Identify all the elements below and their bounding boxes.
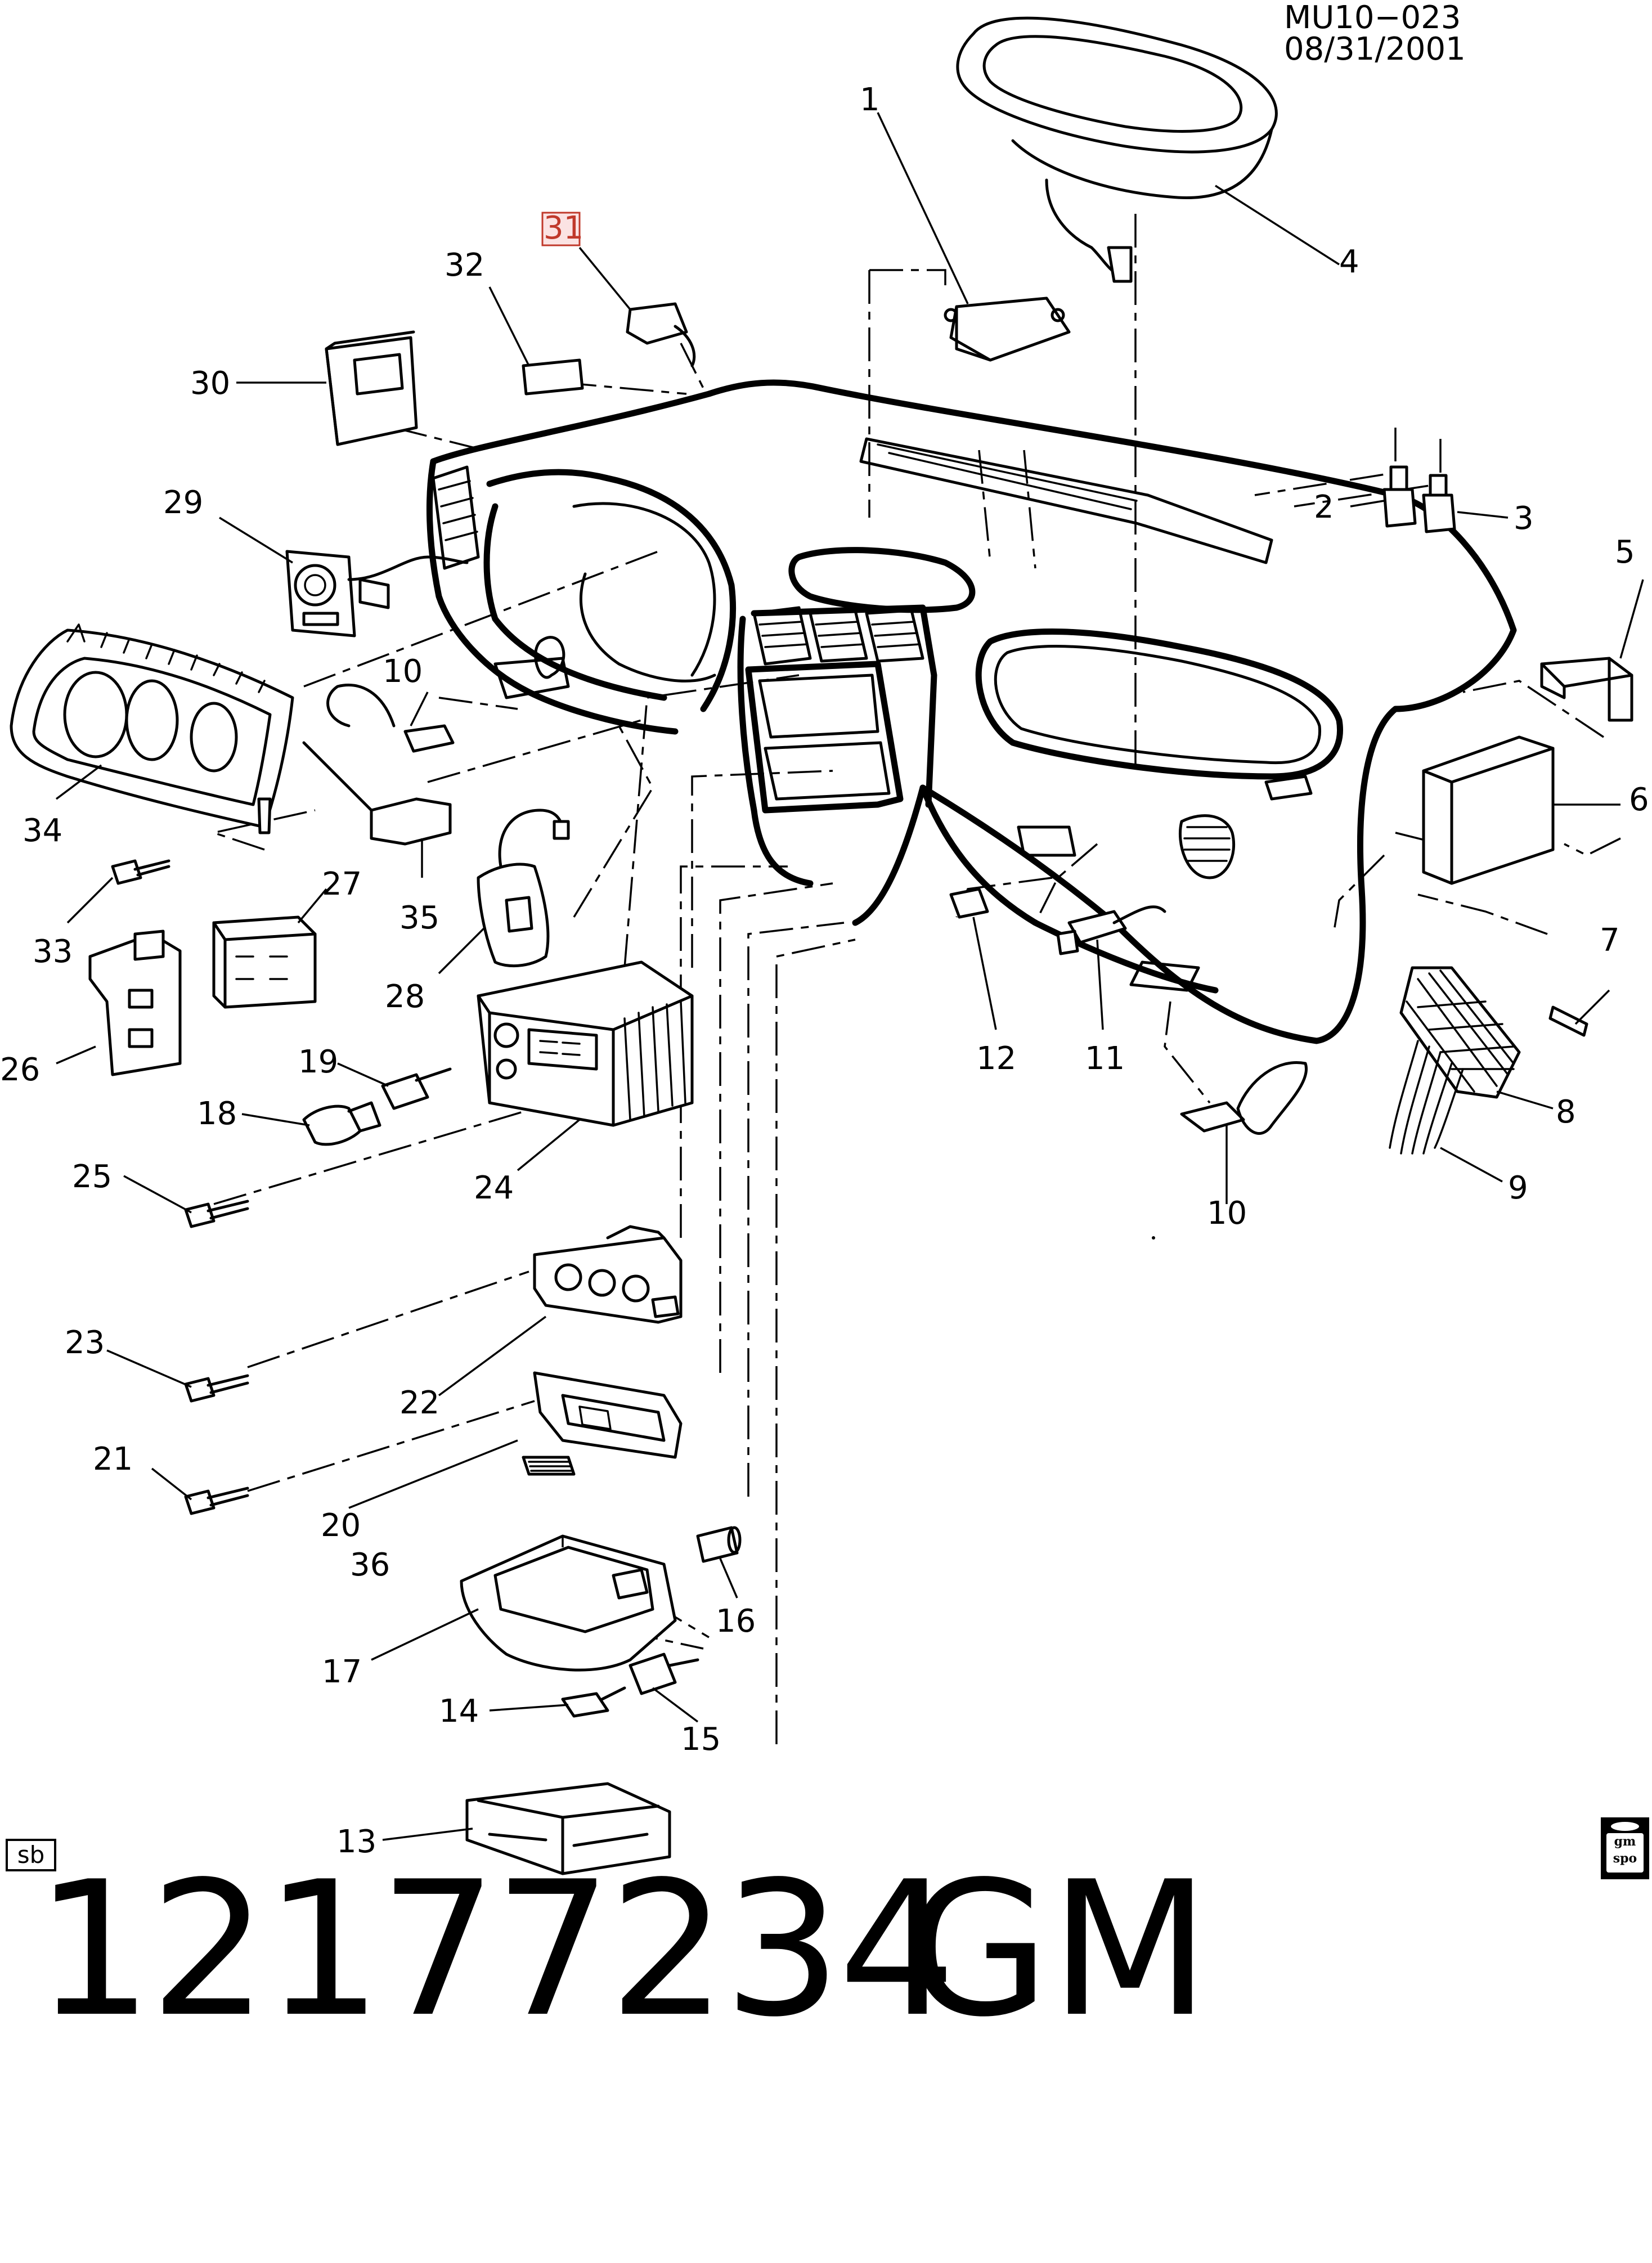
callout-25: 25 bbox=[72, 1159, 112, 1195]
callout-32: 32 bbox=[445, 247, 484, 284]
part-1-module bbox=[944, 297, 1071, 362]
gm-spo-logo: gm spo bbox=[1601, 1817, 1649, 1879]
callout-34: 34 bbox=[23, 812, 62, 849]
part-5-bracket bbox=[1540, 657, 1633, 722]
part-35-connector bbox=[302, 741, 452, 846]
part-16-lighter bbox=[696, 1526, 742, 1563]
part-31-connector bbox=[626, 302, 696, 367]
part-30-module bbox=[325, 330, 418, 446]
sb-badge-text: sb bbox=[17, 1841, 45, 1869]
part-15-socket bbox=[629, 1653, 699, 1695]
part-8-connector bbox=[1399, 966, 1521, 1099]
part-18-lamp bbox=[302, 1101, 381, 1146]
callout-leaders bbox=[55, 112, 1644, 1841]
callout-3: 3 bbox=[1514, 500, 1534, 537]
callout-27: 27 bbox=[322, 866, 362, 902]
callout-12: 12 bbox=[976, 1040, 1016, 1077]
callout-20: 20 bbox=[321, 1507, 361, 1544]
instrument-panel-carrier bbox=[426, 379, 1517, 1044]
brand-label: GM bbox=[906, 1842, 1210, 2058]
callout-30: 30 bbox=[190, 365, 230, 402]
part-10-clip-right bbox=[1180, 1061, 1308, 1135]
part-6-control-module bbox=[1422, 735, 1555, 885]
part-29-headlamp-switch bbox=[285, 550, 469, 637]
callout-9: 9 bbox=[1508, 1170, 1528, 1206]
part-7-clip bbox=[1548, 1005, 1588, 1037]
part-10-clip-left bbox=[326, 684, 455, 753]
callout-18: 18 bbox=[197, 1095, 237, 1132]
callout-31-highlight bbox=[541, 212, 581, 246]
part-21-screw bbox=[184, 1487, 249, 1515]
part-24-radio bbox=[477, 960, 694, 1127]
callout-13: 13 bbox=[336, 1824, 376, 1860]
part-26-bracket bbox=[88, 930, 182, 1076]
instrument-panel-exploded-view: 1 2 3 4 5 6 7 8 9 10 10 11 12 13 14 15 1… bbox=[0, 16, 1649, 1875]
sb-badge: sb bbox=[6, 1839, 56, 1871]
callout-15: 15 bbox=[681, 1721, 721, 1758]
callout-21: 21 bbox=[93, 1441, 133, 1478]
part-9-wire-harness bbox=[1389, 1040, 1464, 1155]
part-25-screw bbox=[184, 1200, 249, 1228]
callout-31: 31 bbox=[544, 210, 583, 246]
part-32-relay bbox=[522, 358, 584, 396]
part-20-trim-bezel bbox=[533, 1371, 683, 1459]
part-19-socket bbox=[381, 1067, 452, 1110]
callout-16: 16 bbox=[716, 1603, 756, 1640]
stray-mark bbox=[1152, 1236, 1155, 1240]
part-33-screw bbox=[111, 859, 170, 885]
callout-10-left: 10 bbox=[383, 653, 423, 690]
callout-2: 2 bbox=[1314, 489, 1334, 526]
callout-10-right: 10 bbox=[1207, 1195, 1247, 1232]
callout-6: 6 bbox=[1629, 782, 1649, 818]
part-number: 12177234 bbox=[35, 1842, 957, 2058]
callout-33: 33 bbox=[33, 933, 73, 970]
part-17-ashtray bbox=[460, 1534, 677, 1672]
part-2-sensor bbox=[1382, 465, 1417, 528]
part-3-sensor bbox=[1422, 474, 1456, 533]
part-13-storage-tray bbox=[465, 1782, 671, 1875]
diagram-reference: MU10−023 08/31/2001 bbox=[1284, 0, 1466, 68]
callout-14: 14 bbox=[439, 1693, 479, 1730]
callout-24: 24 bbox=[474, 1170, 514, 1206]
callout-7: 7 bbox=[1600, 922, 1620, 959]
part-12-switch bbox=[949, 887, 989, 919]
part-36-pad bbox=[522, 1456, 576, 1476]
callout-23: 23 bbox=[65, 1324, 105, 1361]
part-4-airbag-module bbox=[956, 16, 1278, 283]
part-22-hvac-control bbox=[533, 1225, 683, 1324]
callout-17: 17 bbox=[322, 1654, 362, 1690]
part-23-screw bbox=[184, 1374, 249, 1403]
callout-29: 29 bbox=[163, 484, 203, 521]
callout-4: 4 bbox=[1339, 244, 1359, 280]
part-28-keyfob bbox=[477, 809, 570, 968]
part-14-bulb bbox=[561, 1686, 626, 1718]
callout-28: 28 bbox=[385, 978, 425, 1015]
callout-36: 36 bbox=[350, 1547, 390, 1583]
callout-35: 35 bbox=[399, 900, 439, 936]
callout-5: 5 bbox=[1615, 534, 1635, 571]
callout-8: 8 bbox=[1556, 1094, 1576, 1130]
gm-logo-text: gm spo bbox=[1606, 1833, 1644, 1873]
gm-logo-oval bbox=[1611, 1822, 1639, 1831]
callout-labels: 1 2 3 4 5 6 7 8 9 10 10 11 12 13 14 15 1… bbox=[0, 82, 1649, 1860]
part-34-instrument-cluster bbox=[10, 623, 294, 834]
callout-26: 26 bbox=[0, 1052, 40, 1088]
assembly-leader-lines bbox=[210, 214, 1621, 1744]
callout-22: 22 bbox=[399, 1385, 439, 1421]
callout-19: 19 bbox=[298, 1044, 338, 1080]
callout-1: 1 bbox=[860, 82, 880, 118]
part-27-module bbox=[212, 915, 317, 1009]
part-11-switch bbox=[1056, 905, 1166, 955]
callout-11: 11 bbox=[1085, 1040, 1125, 1077]
